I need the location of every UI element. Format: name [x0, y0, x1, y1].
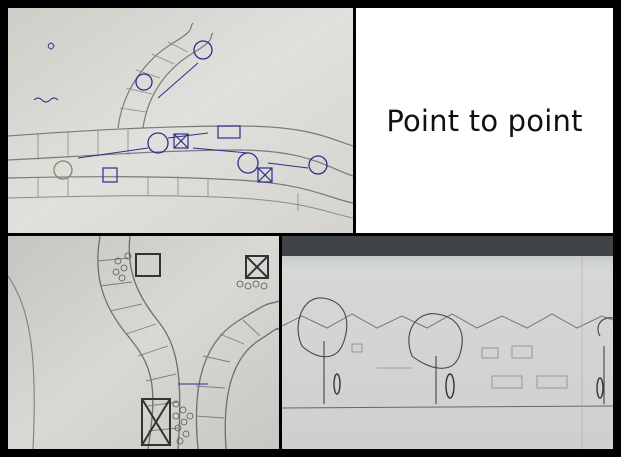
path-closeup-photo — [8, 236, 279, 449]
path-closeup-drawing — [8, 236, 279, 449]
street-elevation-photo — [282, 236, 613, 449]
slide-title: Point to point — [386, 104, 582, 138]
title-panel: Point to point — [356, 8, 613, 233]
map-sketch-drawing — [8, 8, 353, 233]
street-elevation-drawing — [282, 236, 613, 449]
map-sketch-photo — [8, 8, 353, 233]
